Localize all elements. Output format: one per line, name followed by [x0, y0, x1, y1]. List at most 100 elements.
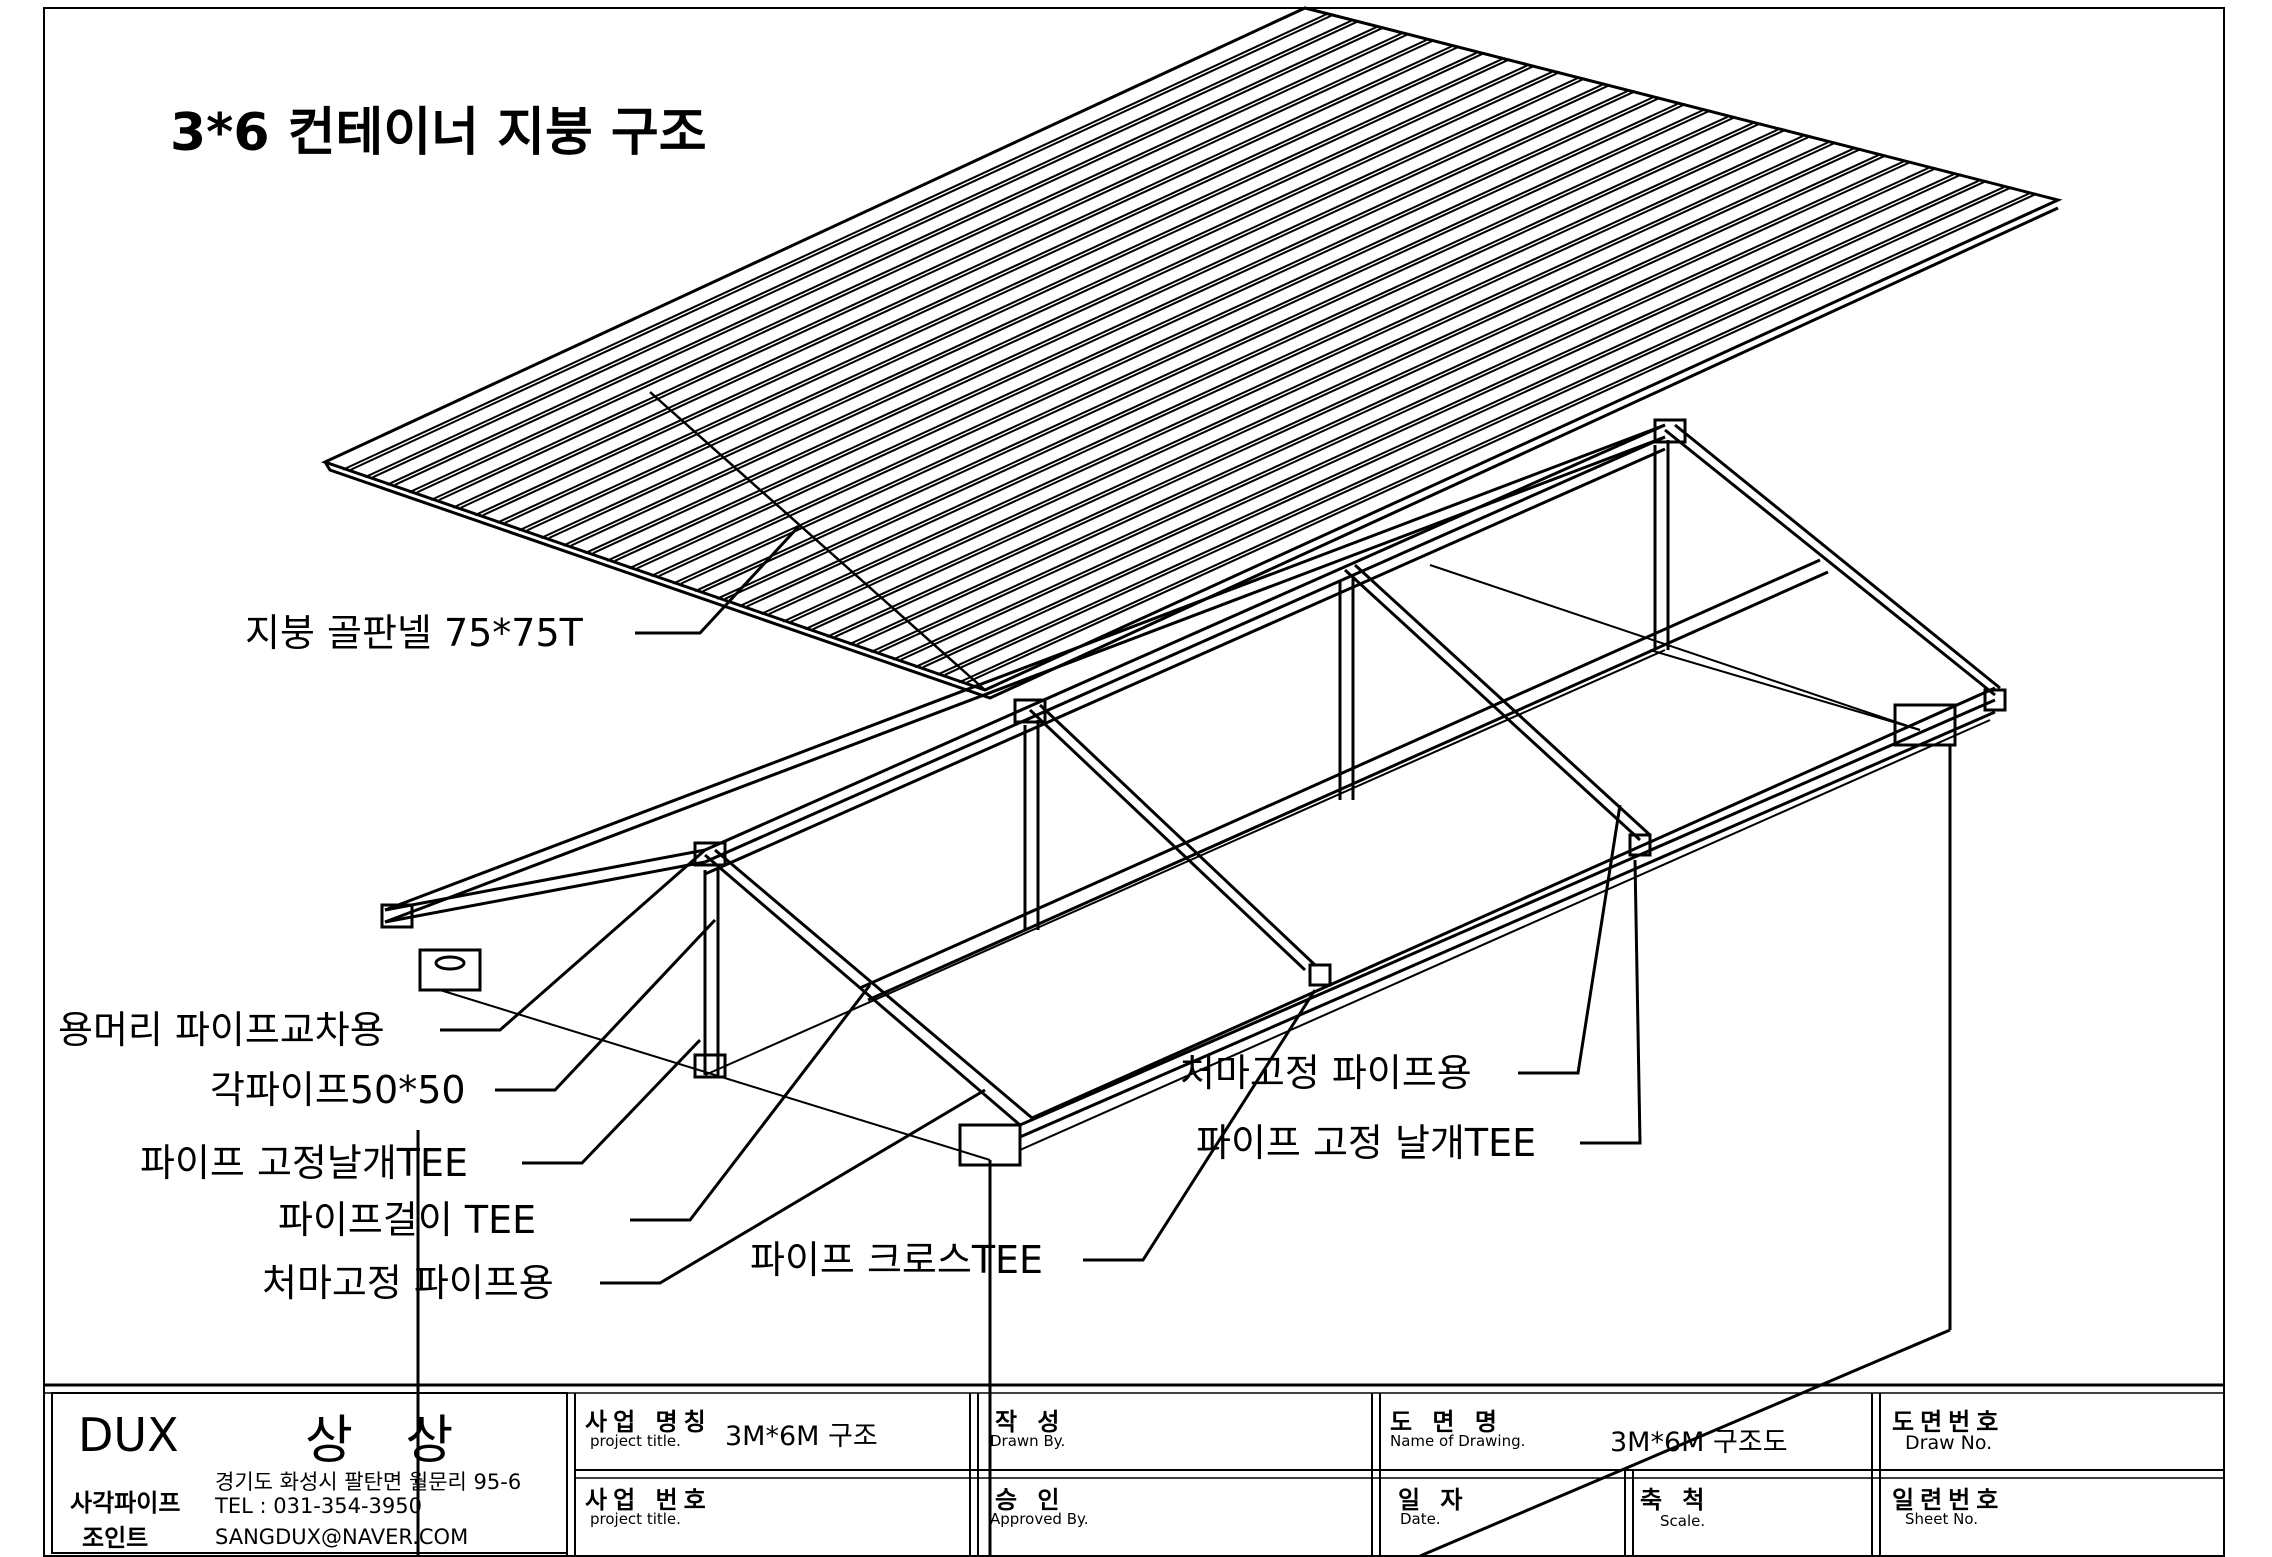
roof-rib	[452, 45, 1453, 509]
roof-rib	[900, 173, 1963, 661]
roof-rib	[878, 167, 1937, 653]
roof-rib	[364, 19, 1352, 479]
project-name-value: 3M*6M 구조	[725, 1421, 878, 1452]
company-brand: DUX	[78, 1408, 179, 1462]
roof-rib	[438, 39, 1435, 501]
roof-rib	[518, 64, 1528, 532]
roof-rib	[606, 90, 1628, 562]
project-name-label: 사업 명칭	[585, 1408, 712, 1436]
roof-rib	[408, 32, 1402, 494]
draw-no-sub: Draw No.	[1905, 1432, 1993, 1454]
roof-rib	[482, 51, 1486, 517]
roof-rib	[496, 58, 1503, 524]
callout-wing-tee-left: 파이프 고정날개TEE	[140, 1141, 469, 1185]
callout-square-pipe: 각파이프50*50	[210, 1068, 466, 1112]
approved-sub: Approved By.	[990, 1510, 1089, 1528]
roof-rib	[790, 141, 1837, 623]
project-no-label: 사업 번호	[585, 1486, 712, 1514]
roof-rib	[870, 167, 1929, 653]
roof-rib	[460, 45, 1461, 509]
company-address: 경기도 화성시 팔탄면 월문리 95-6	[215, 1470, 522, 1494]
sheet-no-label: 일련번호	[1892, 1486, 2005, 1514]
roof-rib	[504, 58, 1511, 524]
roof-rib	[562, 77, 1578, 547]
roof-rib	[672, 109, 1704, 585]
title-block-grid	[44, 1383, 2224, 1556]
draw-no-label: 도면번호	[1892, 1408, 2005, 1436]
drawing-title: 3*6 컨테이너 지붕 구조	[170, 103, 707, 163]
roof-rib	[394, 26, 1385, 486]
roof-rib	[856, 160, 1912, 646]
roof-rib	[526, 64, 1536, 532]
roof-rib	[958, 192, 2030, 684]
roof-rib	[738, 128, 1779, 608]
roof-rib	[350, 13, 1335, 471]
roof-rib	[650, 103, 1678, 577]
roof-rib	[540, 71, 1553, 539]
approved-label: 승 인	[995, 1486, 1066, 1514]
leader-lines	[416, 523, 1952, 1557]
roof-panel	[320, 6, 2063, 700]
callout-ridge-cross: 용머리 파이프교차용	[58, 1008, 385, 1052]
roof-rib	[812, 147, 1862, 631]
roof-rib	[680, 109, 1712, 585]
roof-rib	[628, 96, 1653, 570]
roof-rib	[570, 77, 1586, 547]
roof-rib	[826, 154, 1879, 638]
date-sub: Date.	[1400, 1510, 1441, 1528]
drawing-frame	[43, 7, 2225, 1557]
company-email: SANGDUX@NAVER.COM	[215, 1525, 469, 1549]
callout-roof-panel: 지붕 골판넬 75*75T	[245, 611, 583, 655]
roof-rib	[636, 96, 1661, 570]
drawing-name-sub: Name of Drawing.	[1390, 1432, 1526, 1450]
sheet-no-sub: Sheet No.	[1905, 1510, 1979, 1528]
roof-rib	[724, 122, 1762, 600]
company-tel: TEL : 031-354-3950	[215, 1494, 422, 1518]
roof-rib	[474, 51, 1478, 517]
callout-eave-right: 처마고정 파이프용	[1180, 1051, 1472, 1095]
date-label: 일 자	[1398, 1486, 1469, 1514]
roof-rib	[892, 173, 1955, 661]
roof-rib	[848, 160, 1904, 646]
roof-rib	[922, 179, 1988, 669]
roof-rib	[966, 192, 2038, 684]
roof-rib	[716, 122, 1754, 600]
roof-rib	[372, 19, 1360, 479]
roof-rib	[694, 115, 1729, 593]
roof-rib	[416, 32, 1410, 494]
drawing-name-label: 도 면 명	[1390, 1408, 1503, 1436]
callout-eave-left: 처마고정 파이프용	[262, 1261, 554, 1305]
roof-rib	[430, 39, 1427, 501]
roof-rib	[584, 83, 1603, 555]
drawn-label: 작 성	[995, 1408, 1066, 1436]
roof-rib	[804, 147, 1854, 631]
roof-rib	[702, 115, 1737, 593]
callout-wing-tee-right: 파이프 고정 날개TEE	[1196, 1121, 1537, 1165]
roof-rib	[914, 179, 1980, 669]
roof-rib	[834, 154, 1887, 638]
scale-label: 축 척	[1640, 1486, 1711, 1514]
roof-rib	[548, 71, 1561, 539]
company-product-2: 조인트	[82, 1524, 149, 1552]
drawing-name-value: 3M*6M 구조도	[1610, 1427, 1788, 1458]
callout-hanger-tee: 파이프걸이 TEE	[278, 1198, 537, 1242]
project-no-sub: project title.	[590, 1510, 681, 1528]
roof-rib	[768, 135, 1812, 615]
roof-rib	[944, 186, 2013, 676]
roof-rib	[592, 83, 1611, 555]
roof-rib	[614, 90, 1636, 562]
callout-cross-tee: 파이프 크로스TEE	[750, 1238, 1044, 1282]
roof-rib	[386, 26, 1377, 486]
project-name-sub: project title.	[590, 1432, 681, 1450]
roof-rib	[760, 135, 1804, 615]
roof-rib	[782, 141, 1829, 623]
roof-rib	[746, 128, 1787, 608]
company-product-1: 사각파이프	[70, 1489, 181, 1517]
drawn-sub: Drawn By.	[990, 1432, 1066, 1450]
scale-sub: Scale.	[1660, 1512, 1706, 1530]
company-name: 상 상	[305, 1411, 472, 1471]
pipe-frame	[380, 418, 2007, 1167]
roof-rib	[936, 186, 2005, 676]
roof-rib	[342, 13, 1327, 471]
